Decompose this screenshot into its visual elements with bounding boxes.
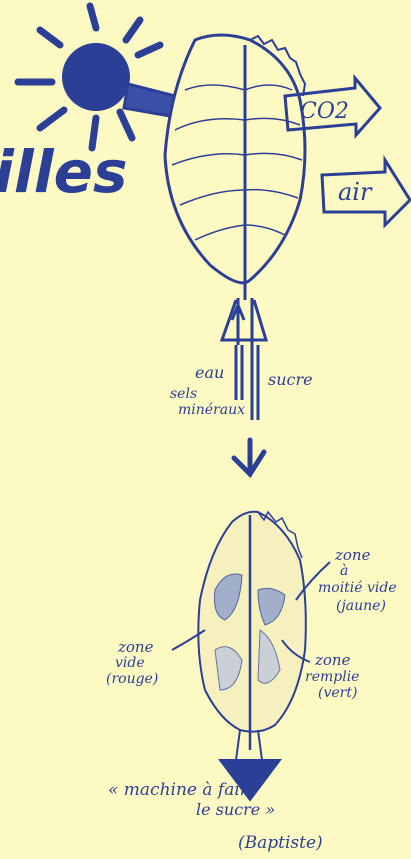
co2-label: CO2 <box>300 99 349 124</box>
zone-empty-line2: vide <box>115 655 145 671</box>
zone-half-line2: à <box>340 563 348 579</box>
sucre-label: sucre <box>268 370 313 389</box>
mineraux-label: minéraux <box>178 402 245 418</box>
zone-full-line1: zone <box>314 651 351 669</box>
caption-line1: « machine à faire <box>108 780 258 800</box>
zone-empty-line1: zone <box>117 638 154 656</box>
air-label: air <box>338 178 373 206</box>
zone-empty-line3: (rouge) <box>106 671 158 687</box>
sun-icon <box>18 6 160 148</box>
down-arrow-icon <box>234 440 264 474</box>
sels-label: sels <box>170 386 197 402</box>
author-signature: (Baptiste) <box>238 833 323 853</box>
zone-half-line1: zone <box>334 546 371 564</box>
zone-half-annotation: zone à moitié vide (jaune) <box>296 546 397 614</box>
small-leaf-icon <box>198 512 305 800</box>
leaf-icon <box>165 35 305 420</box>
eau-label: eau <box>195 363 224 382</box>
page-title: illes <box>0 138 128 206</box>
caption-line2: le sucre » <box>196 800 275 819</box>
zone-half-line4: (jaune) <box>336 598 386 614</box>
zone-half-line3: moitié vide <box>318 580 397 596</box>
zone-full-line2: remplie <box>305 669 359 685</box>
zone-full-line3: (vert) <box>318 685 357 701</box>
zone-empty-annotation: zone vide (rouge) <box>106 630 205 687</box>
air-arrow-icon: air <box>322 160 410 225</box>
